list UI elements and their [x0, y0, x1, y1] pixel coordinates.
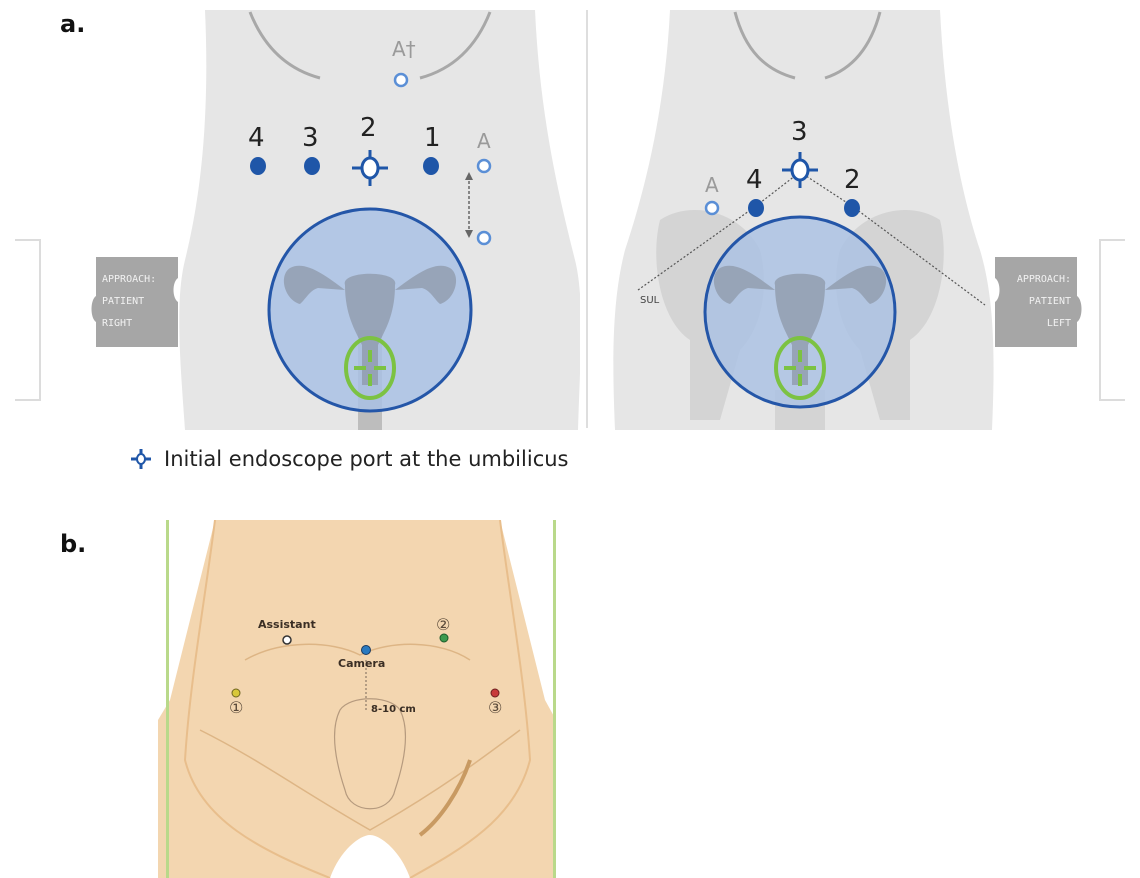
approach-line-2-left: PATIENT: [102, 296, 144, 307]
endoscope-port-icon: [130, 448, 152, 470]
assistant-port-right: [706, 202, 718, 214]
port-number-2-left: 2: [360, 113, 377, 143]
panel-b: Assistant Camera 8-10 cm ① ② ③: [158, 520, 556, 878]
port-4-left: [250, 157, 266, 175]
legend: Initial endoscope port at the umbilicus: [130, 447, 569, 471]
approach-line-1-left: APPROACH:: [102, 274, 156, 285]
port-3-b: [491, 689, 499, 697]
port-number-3-left: 3: [302, 123, 319, 153]
camera-label-b: Camera: [338, 657, 385, 670]
port-number-3-right: 3: [791, 117, 808, 147]
assistant-port-a-left: [478, 160, 490, 172]
panel-b-frame-left: [166, 520, 169, 878]
approach-line-1-right: APPROACH:: [1017, 274, 1071, 285]
port-1-b: [232, 689, 240, 697]
camera-port-b: [362, 646, 371, 655]
port-4-right: [748, 199, 764, 217]
port-number-4-right: 4: [746, 165, 763, 195]
faint-arrow-outline-left: [15, 240, 40, 400]
panel-a-right: 4 3 2 A SUL: [613, 10, 993, 430]
assistant-label-right: A: [705, 173, 719, 197]
port-2-right: [844, 199, 860, 217]
port-label-2-b: ②: [436, 615, 450, 634]
assistant-port-low-left: [478, 232, 490, 244]
approach-line-2-right: PATIENT: [1029, 296, 1071, 307]
port-number-4-left: 4: [248, 123, 265, 153]
port-number-1-left: 1: [424, 123, 441, 153]
panel-a-left: 4 3 2 1 A† A: [179, 10, 581, 430]
port-3-left: [304, 157, 320, 175]
legend-text: Initial endoscope port at the umbilicus: [164, 447, 569, 471]
approach-badge-patient-right: APPROACH: PATIENT RIGHT: [92, 257, 179, 347]
approach-badge-patient-left: APPROACH: PATIENT LEFT: [995, 257, 1082, 347]
port-2-b: [440, 634, 448, 642]
approach-line-3-right: LEFT: [1047, 318, 1071, 329]
port-label-1-b: ①: [229, 698, 243, 717]
port-number-2-right: 2: [844, 165, 861, 195]
assistant-port-b: [283, 636, 291, 644]
distance-label-b: 8-10 cm: [371, 704, 416, 715]
approach-line-3-left: RIGHT: [102, 318, 132, 329]
assistant-port-top-left: [395, 74, 407, 86]
sul-label: SUL: [640, 295, 660, 306]
assistant-label-left: A: [477, 129, 491, 153]
panel-b-frame-right: [553, 520, 556, 878]
assistant-top-label-left: A†: [392, 37, 416, 61]
port-1-left: [423, 157, 439, 175]
assistant-label-b: Assistant: [258, 618, 316, 631]
faint-arrow-outline-right: [1100, 240, 1125, 400]
port-label-3-b: ③: [488, 698, 502, 717]
